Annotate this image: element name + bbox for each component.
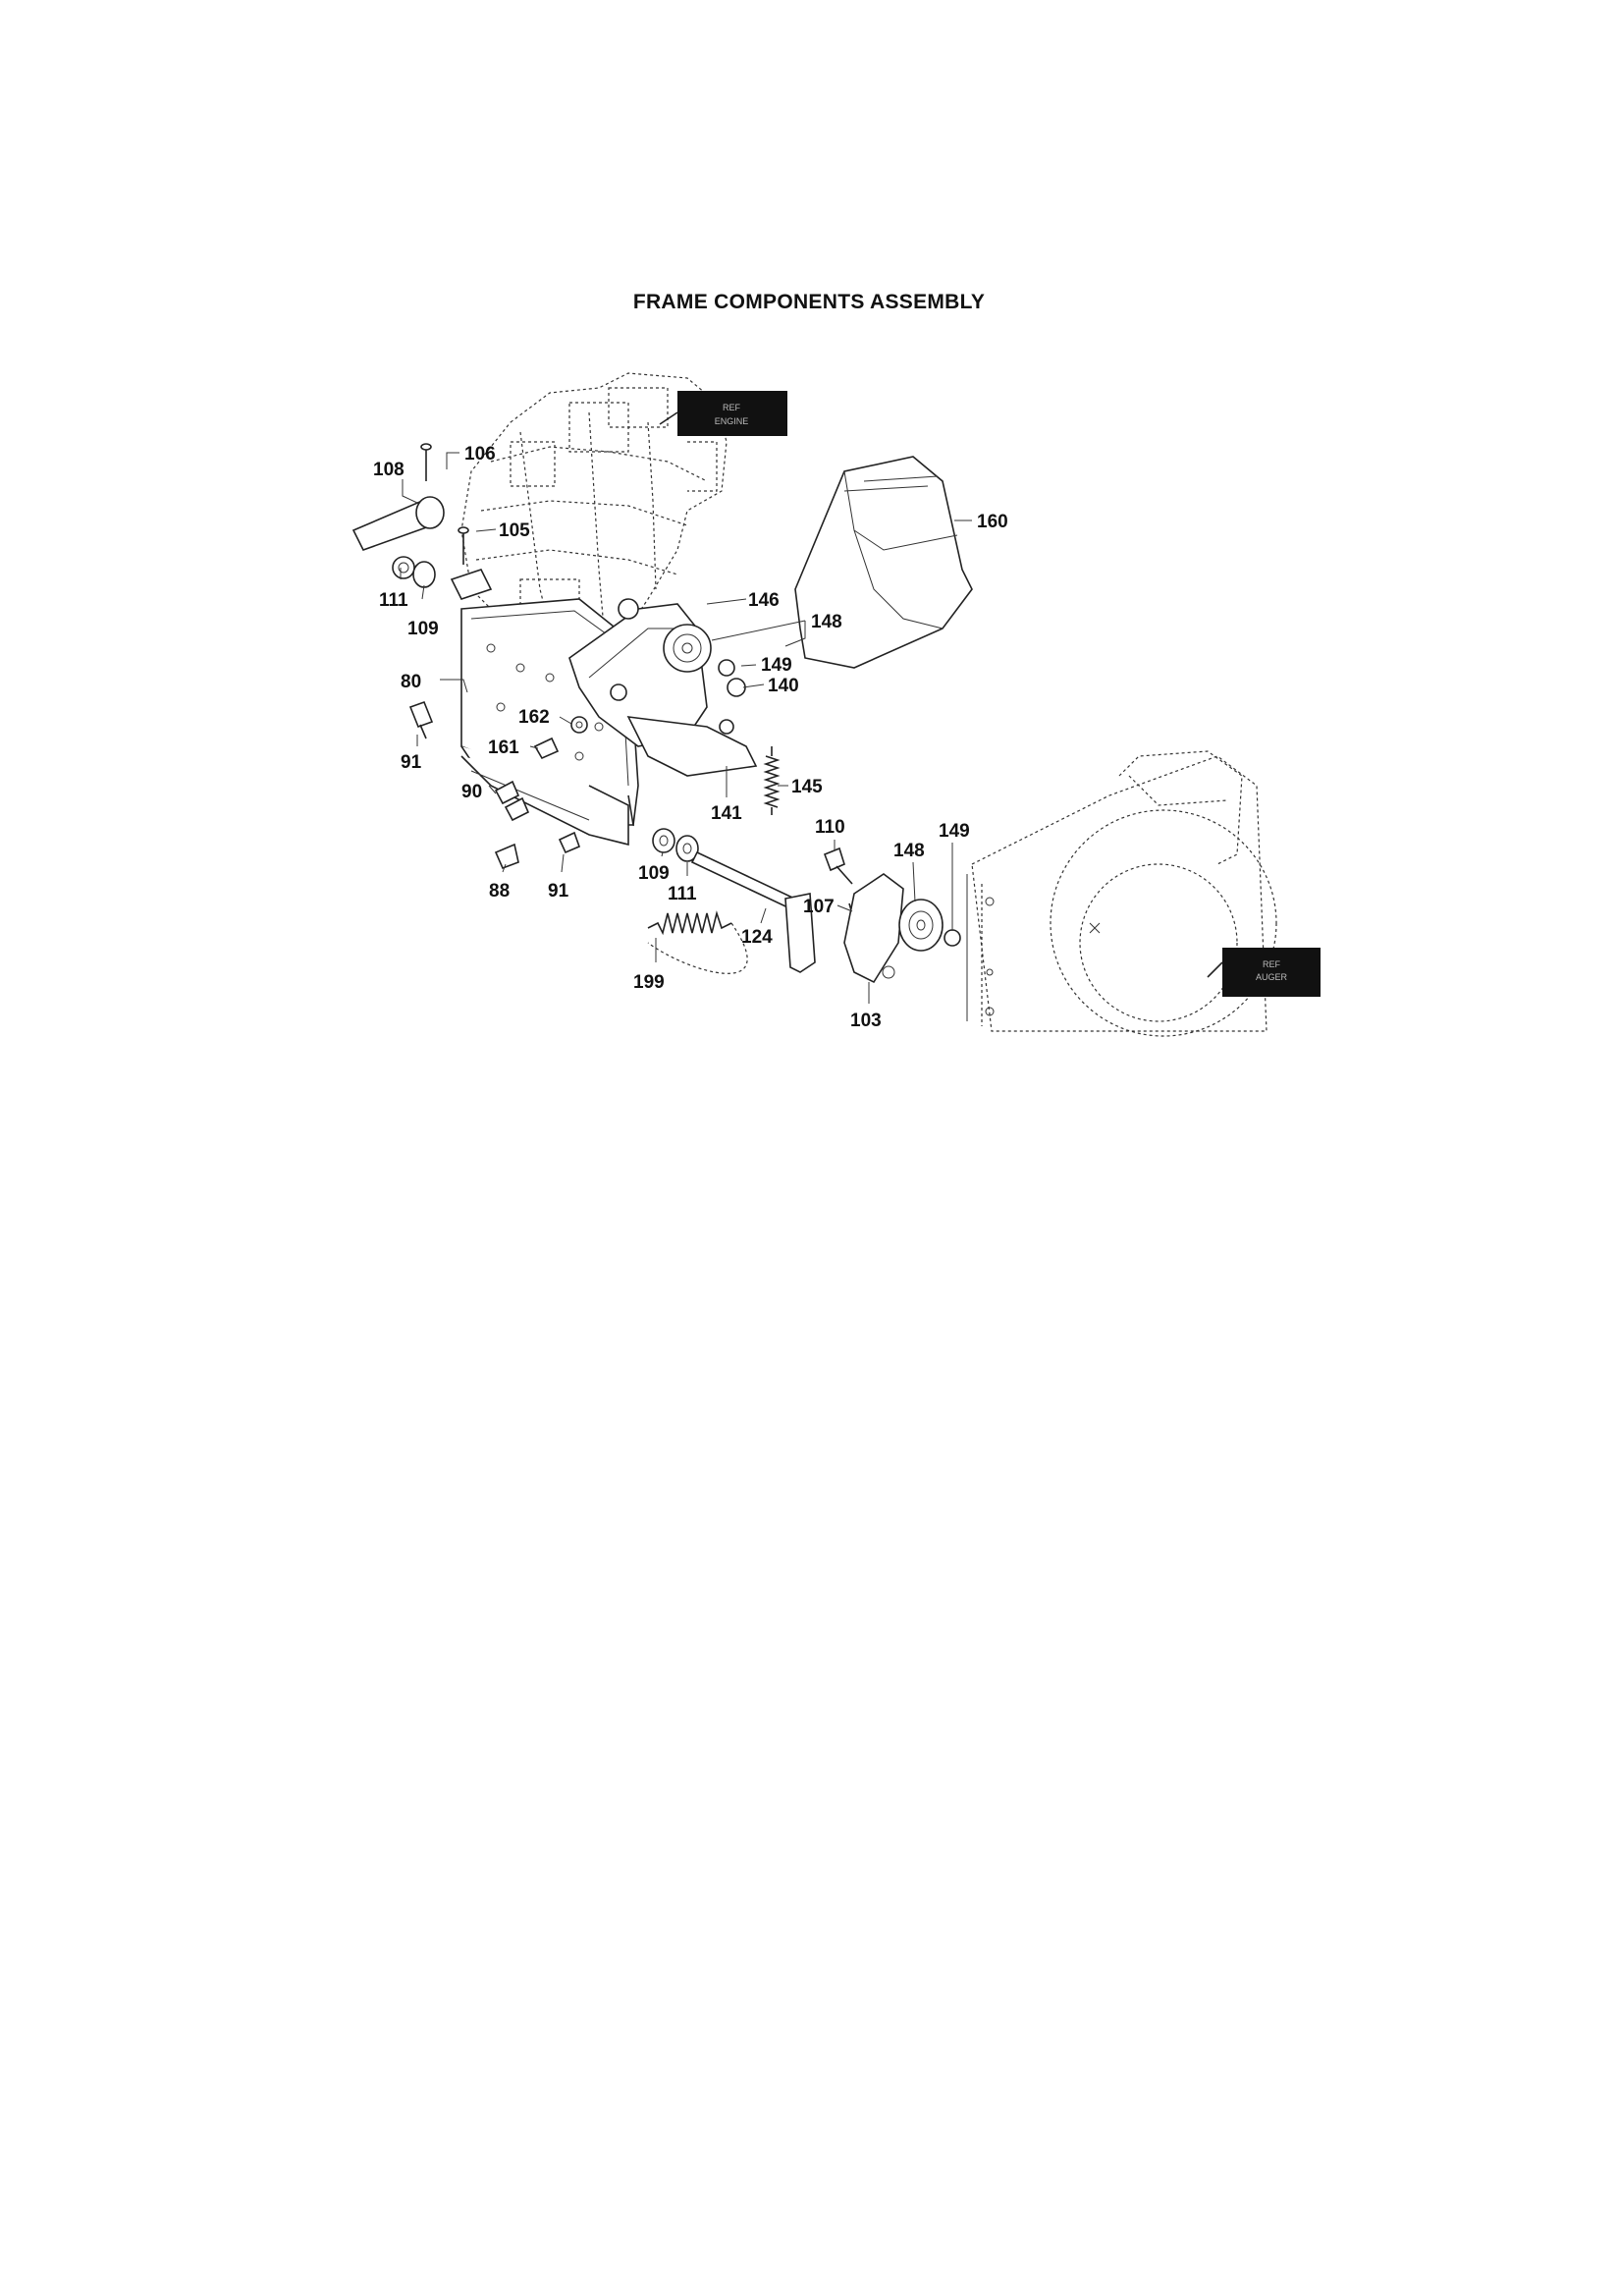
callout-162: 162 [518, 707, 550, 728]
ref-box-bottom: REF AUGER [1207, 948, 1321, 997]
callout-145: 145 [791, 777, 823, 797]
svg-text:REF: REF [1263, 959, 1281, 969]
lower-bracket [460, 755, 629, 847]
callout-103: 103 [850, 1011, 882, 1031]
callout-109: 109 [407, 619, 439, 639]
engine-drawing [460, 372, 728, 639]
callouts: 106 108 105 111 109 80 91 162 161 90 88 … [373, 444, 1008, 1031]
callout-91: 91 [401, 752, 422, 773]
page-title: FRAME COMPONENTS ASSEMBLY [632, 291, 986, 313]
leader-lines [400, 452, 972, 1004]
callout-111-lower: 111 [668, 884, 697, 904]
callout-124: 124 [741, 927, 773, 948]
callout-149: 149 [761, 655, 792, 676]
callout-91-lower: 91 [548, 881, 569, 902]
callout-105: 105 [499, 520, 530, 541]
callout-80: 80 [401, 672, 421, 692]
pulley-bracket [568, 598, 758, 777]
callout-88: 88 [489, 881, 510, 902]
svg-text:REF: REF [723, 403, 741, 412]
callout-160: 160 [977, 512, 1008, 532]
belt-cover [794, 456, 973, 669]
callout-111: 111 [379, 590, 408, 611]
lower-parts [647, 828, 961, 984]
callout-106: 106 [464, 444, 496, 465]
svg-text:AUGER: AUGER [1256, 972, 1288, 982]
callout-110: 110 [815, 817, 845, 838]
callout-148: 148 [811, 612, 842, 632]
left-screws [408, 700, 588, 870]
callout-161: 161 [488, 738, 519, 758]
left-small-parts [351, 443, 493, 600]
callout-199: 199 [633, 972, 665, 993]
callout-146: 146 [748, 590, 780, 611]
svg-text:ENGINE: ENGINE [715, 416, 749, 426]
auger-housing [966, 750, 1277, 1037]
callout-140: 140 [768, 676, 799, 696]
ref-box-top: REF ENGINE [659, 391, 787, 436]
callout-141: 141 [711, 803, 742, 824]
callout-107: 107 [803, 897, 835, 917]
spring-145 [763, 746, 781, 815]
callout-148-lower: 148 [893, 841, 925, 861]
callout-109-lower: 109 [638, 863, 670, 884]
callout-108: 108 [373, 460, 404, 480]
callout-149-lower: 149 [939, 821, 970, 842]
callout-90: 90 [461, 782, 482, 802]
